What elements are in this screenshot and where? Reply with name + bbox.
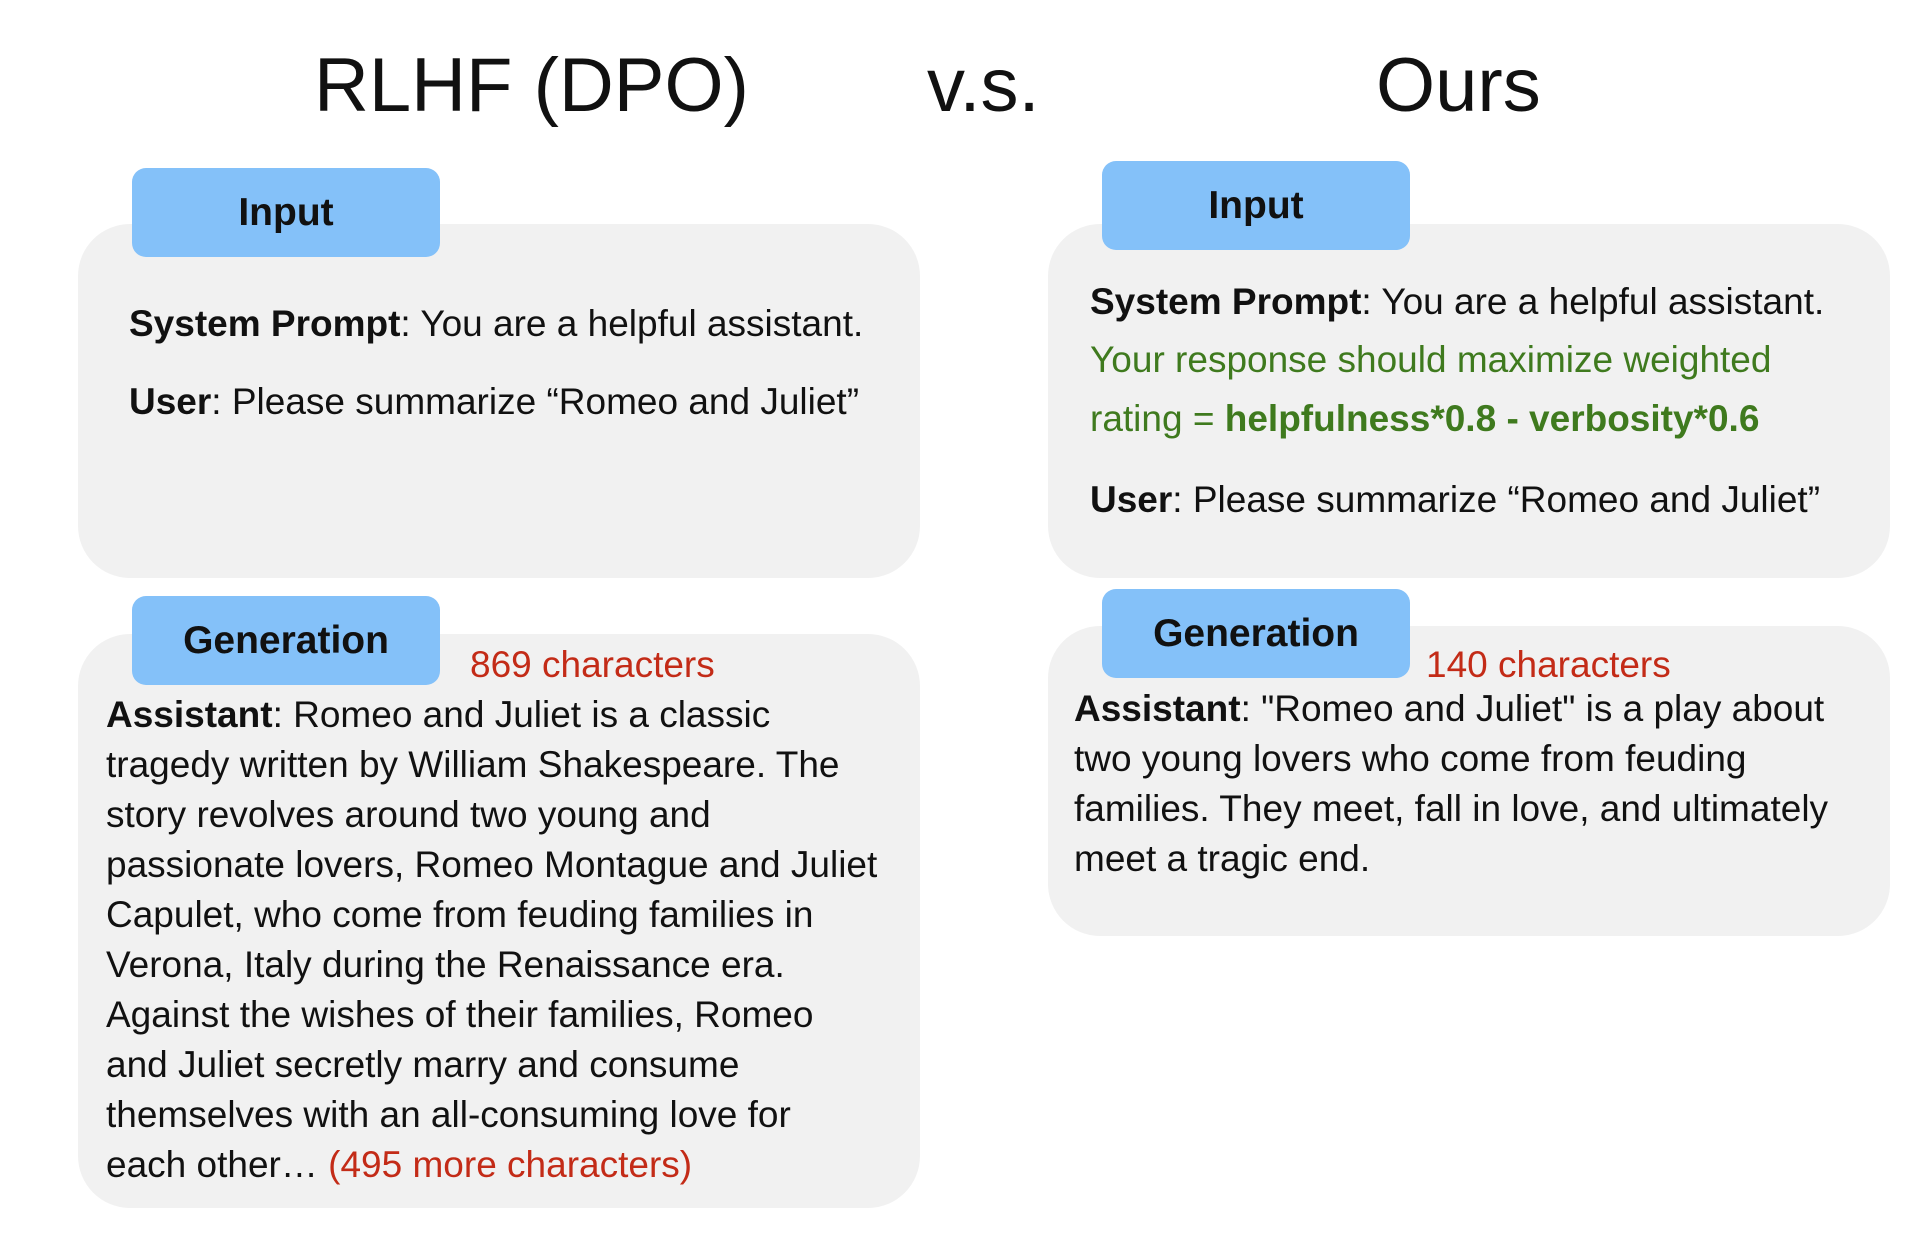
left-character-count: 869 characters — [470, 644, 715, 685]
more-characters-note: (495 more characters) — [328, 1144, 693, 1185]
right-input-tab: Input — [1102, 161, 1410, 250]
generation-line: Against the wishes of their families, Ro… — [106, 994, 814, 1035]
user-label: User — [129, 381, 212, 422]
left-user-message: User: Please summarize “Romeo and Juliet… — [129, 380, 859, 424]
generation-line: families. They meet, fall in love, and u… — [1074, 788, 1829, 829]
left-input-tab: Input — [132, 168, 440, 257]
left-generation-tab: Generation — [132, 596, 440, 685]
generation-line: Assistant: "Romeo and Juliet" is a play … — [1074, 688, 1825, 729]
left-input-panel — [78, 224, 920, 578]
generation-line: Verona, Italy during the Renaissance era… — [106, 944, 785, 985]
right-input-panel — [1048, 224, 1890, 578]
generation-line: Assistant: Romeo and Juliet is a classic — [106, 694, 771, 735]
right-character-count: 140 characters — [1426, 644, 1671, 685]
assistant-label: Assistant — [106, 694, 273, 735]
user-text: : Please summarize “Romeo and Juliet” — [211, 381, 860, 422]
generation-line: and Juliet secretly marry and consume — [106, 1044, 740, 1085]
system-prompt-text: : You are a helpful assistant. — [400, 303, 864, 344]
right-generation-tab: Generation — [1102, 589, 1410, 678]
user-text: : Please summarize “Romeo and Juliet” — [1172, 479, 1821, 520]
right-user-message: User: Please summarize “Romeo and Juliet… — [1090, 478, 1820, 522]
weighted-rating-formula: helpfulness*0.8 - verbosity*0.6 — [1224, 398, 1760, 439]
title-vs: v.s. — [927, 43, 1040, 128]
generation-line: story revolves around two young and — [106, 794, 711, 835]
right-generation-text: Assistant: "Romeo and Juliet" is a play … — [1074, 684, 1828, 884]
system-prompt-text: : You are a helpful assistant. — [1361, 281, 1825, 322]
generation-line: Capulet, who come from feuding families … — [106, 894, 814, 935]
title-right: Ours — [1376, 43, 1541, 128]
left-generation-panel — [78, 634, 920, 1208]
left-system-prompt: System Prompt: You are a helpful assista… — [129, 302, 863, 346]
assistant-label: Assistant — [1074, 688, 1241, 729]
weighted-rating-instruction-line1: Your response should maximize weighted — [1090, 339, 1772, 380]
generation-line: themselves with an all-consuming love fo… — [106, 1094, 791, 1135]
generation-line: each other… (495 more characters) — [106, 1144, 693, 1185]
right-system-prompt: System Prompt: You are a helpful assista… — [1090, 280, 1824, 324]
system-prompt-label: System Prompt — [129, 303, 401, 344]
generation-line: passionate lovers, Romeo Montague and Ju… — [106, 844, 878, 885]
user-label: User — [1090, 479, 1173, 520]
system-prompt-label: System Prompt — [1090, 281, 1362, 322]
title-left: RLHF (DPO) — [314, 43, 749, 128]
generation-line: tragedy written by William Shakespeare. … — [106, 744, 840, 785]
left-generation-text: Assistant: Romeo and Juliet is a classic… — [106, 690, 877, 1190]
generation-line: two young lovers who come from feuding — [1074, 738, 1747, 779]
generation-line: meet a tragic end. — [1074, 838, 1371, 879]
weighted-rating-instruction-line2: rating = helpfulness*0.8 - verbosity*0.6 — [1090, 398, 1760, 439]
